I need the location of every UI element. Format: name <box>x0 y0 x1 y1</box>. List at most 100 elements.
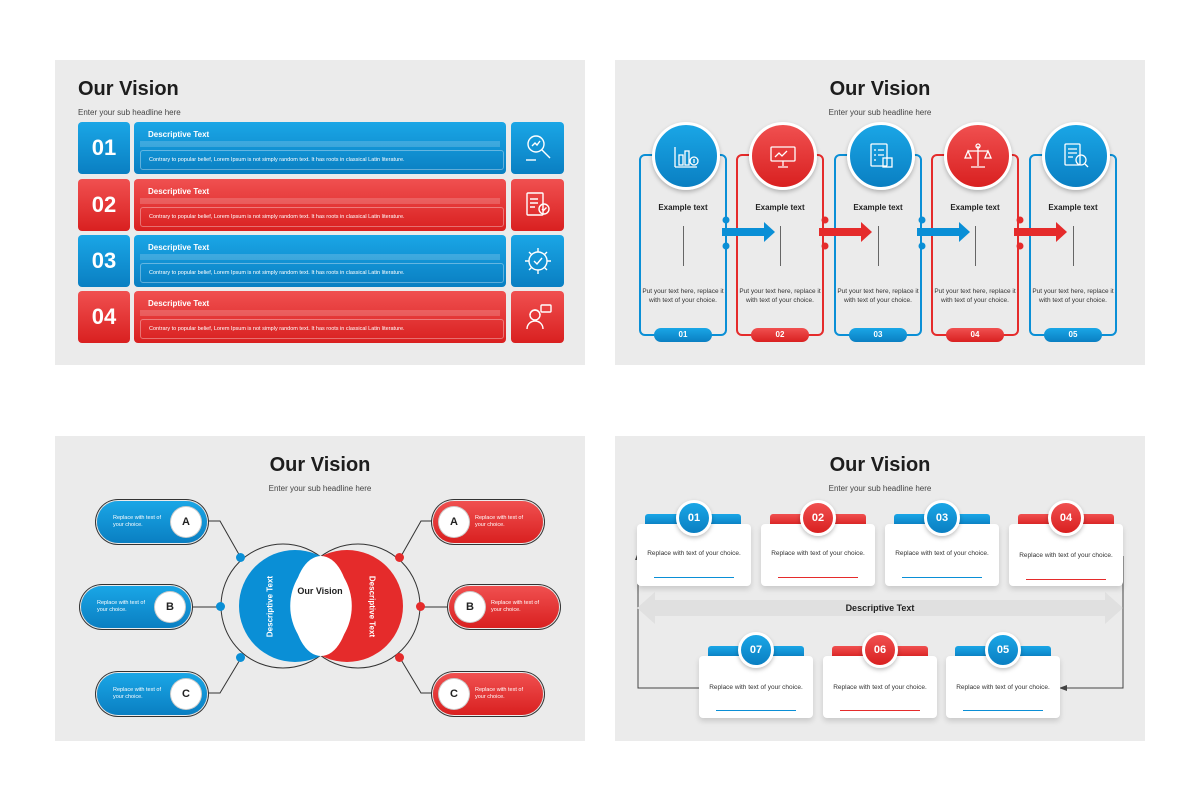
step-label: Example text <box>658 203 708 212</box>
card-number: 03 <box>924 500 960 536</box>
cycle-connectors <box>635 552 1124 691</box>
arrow-right-icon <box>722 222 775 242</box>
row-number: 01 <box>78 122 130 174</box>
card-underline <box>902 577 982 578</box>
row-arrow-decoration <box>140 254 500 260</box>
vision-row-2: 02 Descriptive Text Contrary to popular … <box>78 179 564 231</box>
item-letter: A <box>171 507 201 537</box>
row-text: Contrary to popular belief, Lorem Ipsum … <box>140 150 504 170</box>
slide-title: Our Vision <box>829 454 931 476</box>
step-connector <box>780 226 781 266</box>
checklist-search-icon <box>511 179 564 231</box>
step-text: Put your text here, replace it with text… <box>739 288 821 304</box>
card-underline <box>1026 579 1106 580</box>
slide-vision-cycle: Our Vision Enter your sub headline here … <box>615 436 1145 741</box>
item-text: Replace with text of your choice. <box>97 600 145 613</box>
slide-vision-steps: Our Vision Enter your sub headline here … <box>615 60 1145 365</box>
step-number: 03 <box>849 328 907 342</box>
presentation-board-icon <box>749 122 817 190</box>
item-letter: B <box>455 592 485 622</box>
row-bar: Descriptive Text Contrary to popular bel… <box>134 235 506 287</box>
connector-dot <box>216 602 225 611</box>
card-text: Replace with text of your choice. <box>1019 552 1113 559</box>
card-text: Replace with text of your choice. <box>956 684 1050 691</box>
checklist-box-icon <box>847 122 915 190</box>
step-connector <box>975 226 976 266</box>
card-number: 04 <box>1048 500 1084 536</box>
connector-dot <box>236 653 245 662</box>
row-heading: Descriptive Text <box>148 130 210 139</box>
card-text: Replace with text of your choice. <box>647 550 741 557</box>
item-letter: C <box>171 679 201 709</box>
slide-subtitle: Enter your sub headline here <box>828 108 932 117</box>
card-underline <box>716 710 796 711</box>
step-text: Put your text here, replace it with text… <box>934 288 1016 304</box>
row-text: Contrary to popular belief, Lorem Ipsum … <box>140 207 504 227</box>
item-text: Replace with text of your choice. <box>475 687 523 700</box>
row-heading: Descriptive Text <box>148 187 210 196</box>
card-underline <box>840 710 920 711</box>
item-letter: C <box>439 679 469 709</box>
item-letter: B <box>155 592 185 622</box>
slide-vision-rows: Our Vision Enter your sub headline here … <box>55 60 585 365</box>
vision-row-3: 03 Descriptive Text Contrary to popular … <box>78 235 564 287</box>
slide-subtitle: Enter your sub headline here <box>78 108 181 117</box>
right-item-a: A Replace with text of your choice. <box>433 501 543 543</box>
step-text: Put your text here, replace it with text… <box>1032 288 1114 304</box>
row-arrow-decoration <box>140 198 500 204</box>
step-connector <box>1073 226 1074 266</box>
venn-right-label: Descriptive Text <box>367 575 377 638</box>
slide-subtitle: Enter your sub headline here <box>828 484 932 493</box>
item-letter: A <box>439 507 469 537</box>
step-connector <box>683 226 684 266</box>
venn-diagram <box>185 520 455 694</box>
card-number: 07 <box>738 632 774 668</box>
left-item-c: Replace with text of your choice. C <box>97 673 207 715</box>
analytics-search-icon <box>511 122 564 174</box>
row-bar: Descriptive Text Contrary to popular bel… <box>134 291 506 343</box>
banner-label: Descriptive Text <box>845 603 915 613</box>
row-number: 03 <box>78 235 130 287</box>
card-underline <box>778 577 858 578</box>
row-bar: Descriptive Text Contrary to popular bel… <box>134 122 506 174</box>
slide-title: Our Vision <box>78 78 179 100</box>
step-number: 02 <box>751 328 809 342</box>
step-text: Put your text here, replace it with text… <box>642 288 724 304</box>
left-item-b: Replace with text of your choice. B <box>81 586 191 628</box>
double-arrow-icon <box>637 592 1123 624</box>
step-number: 05 <box>1044 328 1102 342</box>
connector-dot <box>395 653 404 662</box>
finance-chart-icon <box>652 122 720 190</box>
card-text: Replace with text of your choice. <box>833 684 927 691</box>
item-text: Replace with text of your choice. <box>113 687 161 700</box>
row-arrow-decoration <box>140 310 500 316</box>
row-text: Contrary to popular belief, Lorem Ipsum … <box>140 319 504 339</box>
card-number: 01 <box>676 500 712 536</box>
item-text: Replace with text of your choice. <box>113 515 161 528</box>
support-agent-icon <box>511 291 564 343</box>
step-text: Put your text here, replace it with text… <box>837 288 919 304</box>
vision-row-4: 04 Descriptive Text Contrary to popular … <box>78 291 564 343</box>
slide-subtitle: Enter your sub headline here <box>268 484 372 493</box>
vision-row-1: 01 Descriptive Text Contrary to popular … <box>78 122 564 174</box>
row-number: 04 <box>78 291 130 343</box>
item-text: Replace with text of your choice. <box>491 600 539 613</box>
step-number: 01 <box>654 328 712 342</box>
arrow-right-icon <box>917 222 970 242</box>
venn-overlap <box>293 556 349 656</box>
slide-vision-venn: Our Vision Enter your sub headline here … <box>55 436 585 741</box>
connector-dot <box>236 553 245 562</box>
step-number: 04 <box>946 328 1004 342</box>
arrow-right-icon <box>819 222 872 242</box>
row-bar: Descriptive Text Contrary to popular bel… <box>134 179 506 231</box>
step-label: Example text <box>853 203 903 212</box>
document-search-icon <box>1042 122 1110 190</box>
left-item-a: Replace with text of your choice. A <box>97 501 207 543</box>
card-text: Replace with text of your choice. <box>895 550 989 557</box>
slide-title: Our Vision <box>269 454 371 476</box>
step-label: Example text <box>1048 203 1098 212</box>
card-number: 06 <box>862 632 898 668</box>
slide-title: Our Vision <box>829 78 931 100</box>
step-label: Example text <box>755 203 805 212</box>
card-number: 05 <box>985 632 1021 668</box>
